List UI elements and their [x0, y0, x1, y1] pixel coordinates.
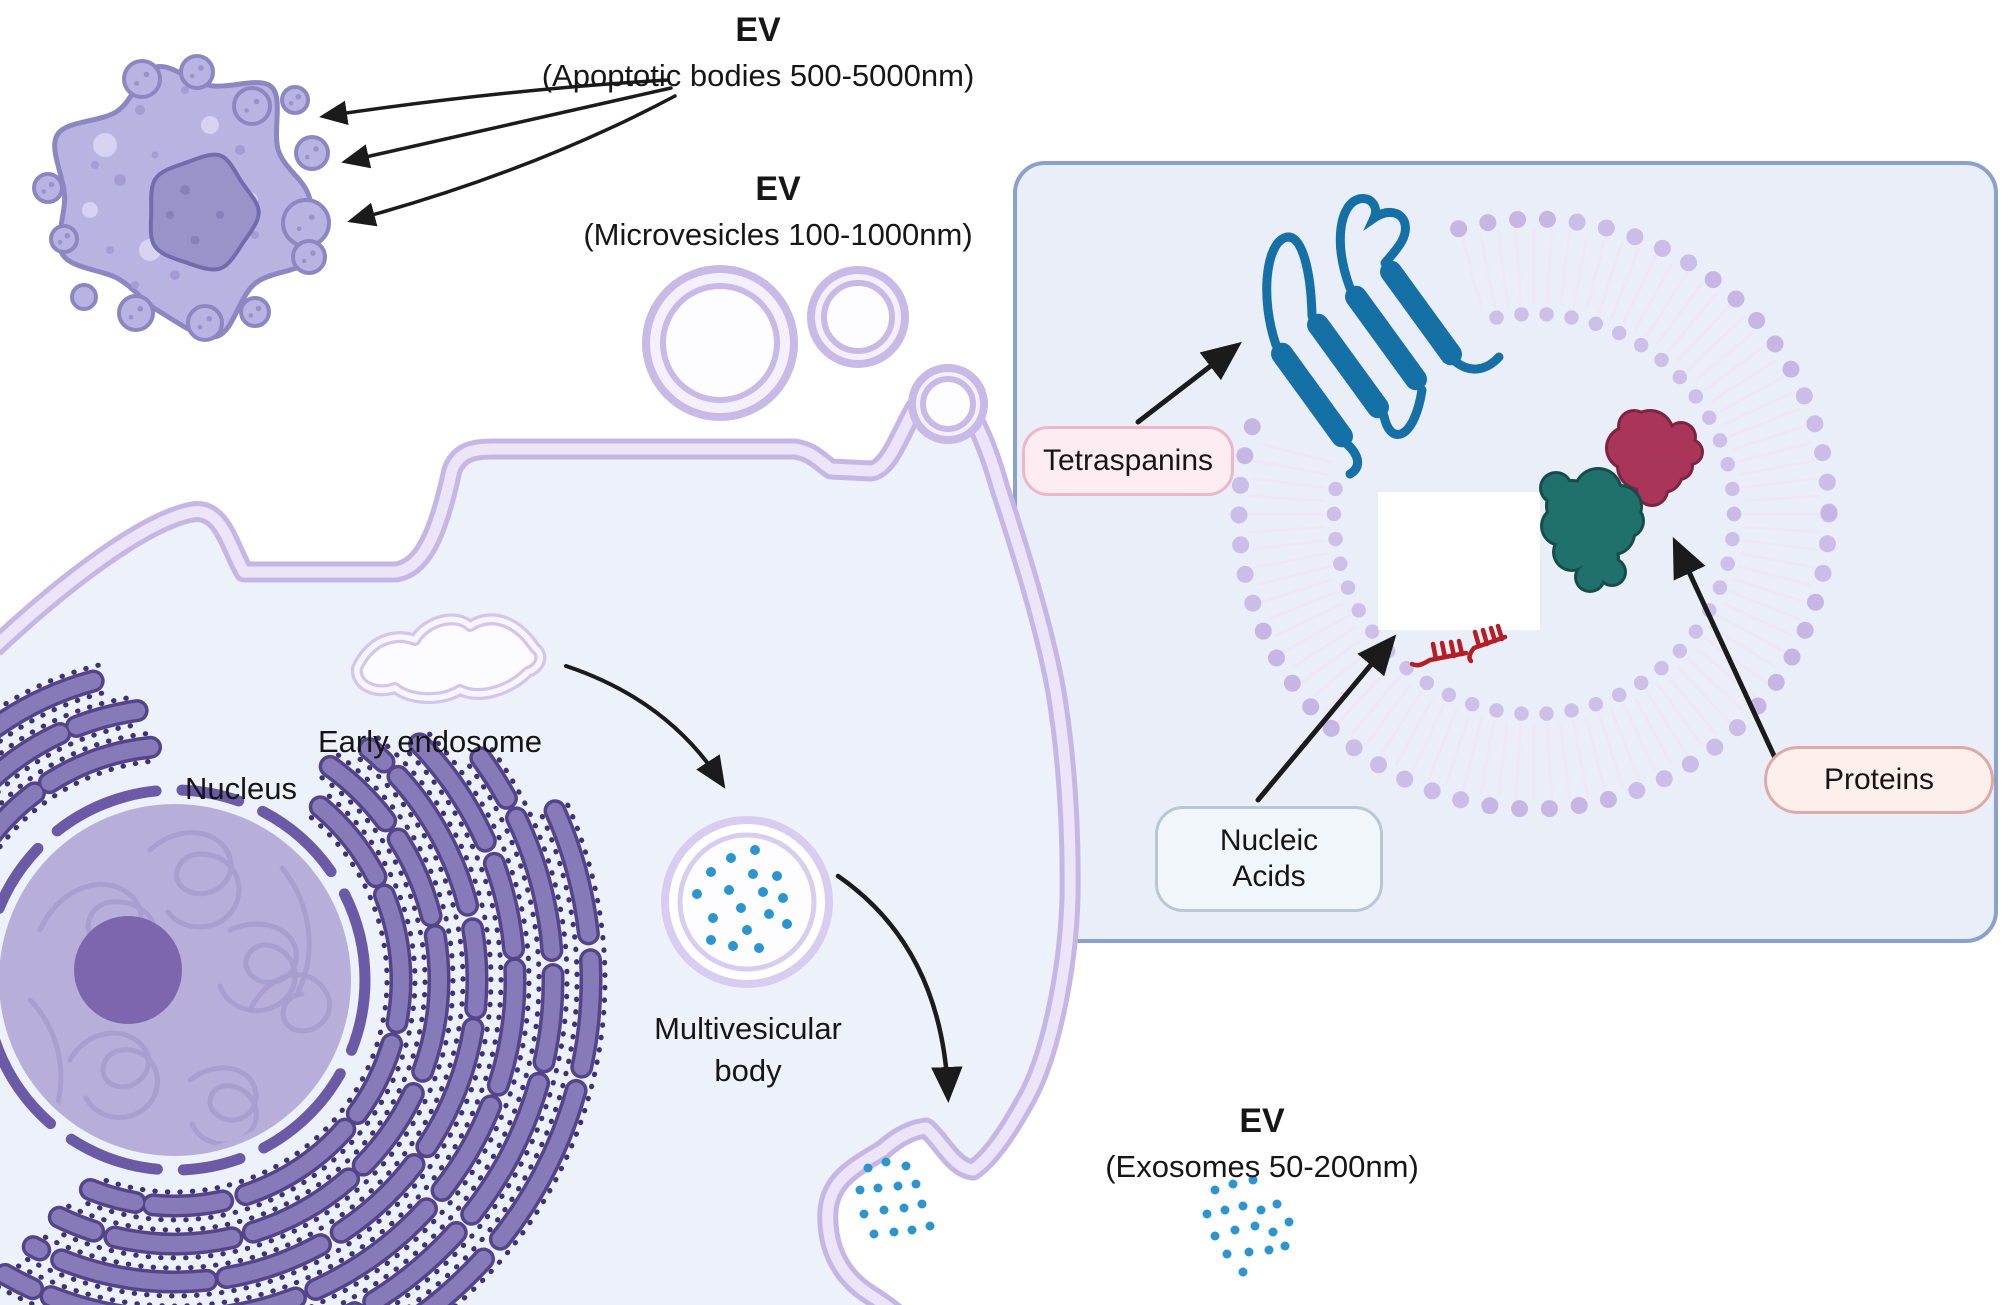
tetraspanin-icon	[1262, 194, 1504, 479]
ev-apoptotic-ev: EV	[735, 11, 781, 49]
blank-patch	[1378, 492, 1540, 630]
mvb-label-line1: Multivesicular	[654, 1011, 842, 1046]
tetraspanins-callout: Tetraspanins	[1022, 426, 1234, 496]
exosome-release-dots	[855, 1157, 935, 1239]
ev-apoptotic-title: EV (Apoptotic bodies 500-5000nm)	[542, 8, 975, 98]
free-exosome-dots	[1202, 1175, 1294, 1277]
nucleic-acids-callout: Nucleic Acids	[1155, 806, 1383, 912]
nucleus-label: Nucleus	[185, 771, 297, 806]
early-endosome-label: Early endosome	[317, 724, 543, 759]
apoptotic-cell-icon	[32, 54, 331, 342]
nucleic-acid-icons	[1409, 623, 1508, 668]
ev-microvesicle-title: EV (Microvesicles 100-1000nm)	[583, 167, 972, 257]
exosome-detail-panel	[1013, 161, 1998, 943]
ev-microvesicle-ev: EV	[755, 170, 801, 208]
multivesicular-body-label: Multivesicular body	[654, 1008, 842, 1092]
rough-er-icon	[0, 661, 608, 1305]
nucleus-icon	[0, 784, 371, 1176]
ev-exosome-ev: EV	[1239, 1102, 1285, 1140]
callout-arrows	[1135, 341, 1779, 803]
tetraspanins-callout-text: Tetraspanins	[1042, 444, 1214, 477]
mvb-label-line2: body	[714, 1053, 782, 1088]
ev-microvesicle-sub: (Microvesicles 100-1000nm)	[583, 217, 973, 252]
protein-blob-icons	[1539, 409, 1704, 593]
nucleic-acids-callout-line2: Acids	[1232, 860, 1306, 893]
lipid-bilayer-tails	[1248, 228, 1820, 800]
ev-exosome-title: EV (Exosomes 50-200nm)	[1105, 1096, 1419, 1188]
nucleic-acids-callout-line1: Nucleic	[1219, 824, 1319, 857]
proteins-callout: Proteins	[1764, 746, 1994, 814]
lipid-bilayer-inner-leaflet	[1326, 307, 1742, 721]
process-arrows	[319, 78, 963, 1103]
multivesicular-body-icon	[661, 816, 833, 988]
early-endosome-icon	[350, 613, 547, 705]
lipid-bilayer-outer-leaflet	[1230, 210, 1838, 818]
microvesicle-icons	[642, 265, 988, 444]
ev-exosome-sub: (Exosomes 50-200nm)	[1105, 1149, 1419, 1184]
ev-apoptotic-sub: (Apoptotic bodies 500-5000nm)	[541, 58, 975, 93]
proteins-callout-text: Proteins	[1823, 763, 1935, 796]
